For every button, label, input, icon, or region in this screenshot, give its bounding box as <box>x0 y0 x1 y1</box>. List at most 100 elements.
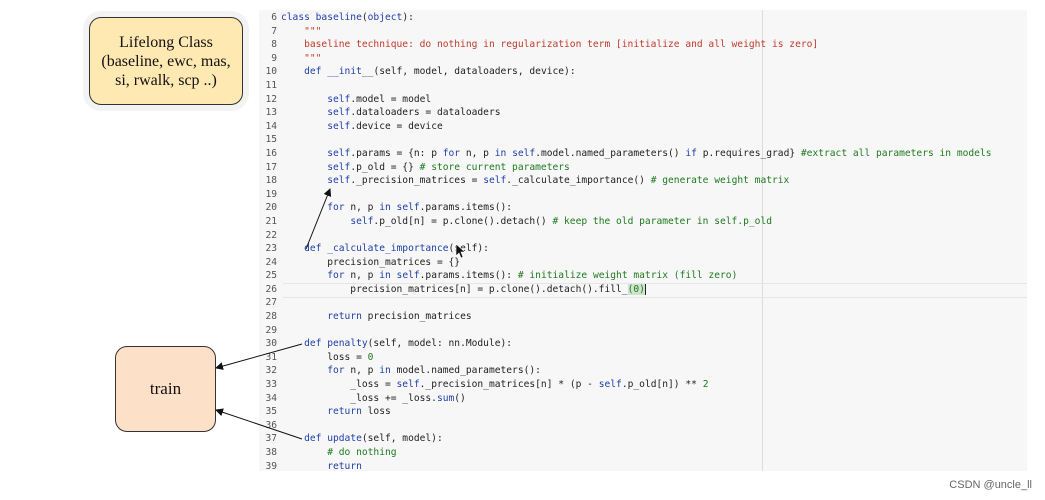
code-line: 18 self._precision_matrices = self._calc… <box>259 174 992 188</box>
code-token: (self, model): <box>361 433 443 445</box>
code-token: self <box>512 147 536 159</box>
code-line: 10 def __init__(self, model, dataloaders… <box>259 65 992 79</box>
code-token: def <box>304 66 328 78</box>
code-line: 12 self.model = model <box>259 93 992 107</box>
code-token: ._calculate_importance() <box>506 175 651 187</box>
code-line: 38 # do nothing <box>259 446 992 460</box>
code-comment: # do nothing <box>327 447 397 458</box>
line-number: 36 <box>265 419 277 431</box>
code-token: .model.named_parameters() <box>535 147 686 159</box>
code-token: n, p <box>460 147 495 159</box>
train-box: train <box>115 346 216 432</box>
line-number: 9 <box>271 52 277 64</box>
code-comment: #extract all parameters in models <box>800 147 992 159</box>
code-line: 28 return precision_matrices <box>259 310 992 324</box>
line-number: 26 <box>265 283 277 295</box>
code-token: ._precision_matrices = <box>350 175 484 187</box>
code-line: 29 <box>259 324 992 338</box>
code-token: .params.items(): <box>419 202 513 214</box>
code-token: return <box>327 311 362 323</box>
line-number: 33 <box>265 379 277 391</box>
code-line: 24 precision_matrices = {} <box>259 256 992 270</box>
code-token: if <box>685 147 697 159</box>
code-token: object <box>367 12 403 23</box>
line-number: 22 <box>265 229 277 241</box>
code-token: () <box>454 392 466 404</box>
line-number: 11 <box>265 79 277 91</box>
lifelong-class-box: Lifelong Class (baseline, ewc, mas, si, … <box>89 17 243 105</box>
code-token: penalty <box>327 338 368 350</box>
code-token: 0 <box>367 351 374 363</box>
code-token: loss <box>361 406 391 418</box>
lifelong-box-line-3: si, rwalk, scp ..) <box>115 71 217 89</box>
line-number: 27 <box>265 297 277 309</box>
code-token: p.requires_grad} <box>696 147 801 159</box>
code-line: 33 _loss = self._precision_matrices[n] *… <box>259 378 992 392</box>
code-line: 31 loss = 0 <box>259 351 992 365</box>
code-token: in <box>379 365 391 377</box>
code-line: 30 def penalty(self, model: nn.Module): <box>259 337 992 351</box>
code-comment: # initialize weight matrix (fill zero) <box>517 270 738 282</box>
code-token: 2 <box>702 379 709 391</box>
code-token: loss = <box>281 351 368 363</box>
line-number: 24 <box>265 256 277 268</box>
code-token: baseline <box>315 12 362 23</box>
code-token: sum <box>436 392 455 404</box>
code-token: .device = device <box>350 120 443 132</box>
code-line: 34 _loss += _loss.sum() <box>259 392 992 406</box>
line-number: 32 <box>265 365 277 377</box>
code-line: 23 def _calculate_importance(self): <box>259 242 992 256</box>
line-number: 16 <box>265 147 277 159</box>
code-editor-panel <box>259 10 1027 471</box>
code-token: n, p <box>344 365 380 377</box>
code-token: return <box>327 460 362 472</box>
code-line: 9 """ <box>259 52 992 66</box>
code-line: 27 <box>259 296 992 310</box>
code-line: 36 <box>259 419 992 433</box>
code-token: self <box>483 175 507 187</box>
code-token: return <box>327 406 362 418</box>
code-token: __init__ <box>327 66 374 78</box>
code-line: 25 for n, p in self.params.items(): # in… <box>259 269 992 283</box>
code-token: class <box>281 12 316 23</box>
code-line: 7 """ <box>259 25 992 39</box>
code-line: 37 def update(self, model): <box>259 432 992 446</box>
code-token: self <box>598 379 622 391</box>
code-token: def <box>304 433 328 445</box>
code-token: self <box>396 379 420 391</box>
code-token: self <box>396 270 420 282</box>
code-line: 32 for n, p in model.named_parameters(): <box>259 364 992 378</box>
line-number: 31 <box>265 351 277 363</box>
code-token: precision_matrices = {} <box>281 256 461 268</box>
line-number: 37 <box>265 433 277 445</box>
code-token: in <box>379 270 391 282</box>
code-token: _loss = <box>281 379 397 391</box>
code-token: ._precision_matrices[n] * (p - <box>419 379 599 391</box>
code-comment: # keep the old parameter in self.p_old <box>552 215 772 227</box>
code-token: precision_matrices <box>361 311 472 323</box>
code-token: .params.items(): <box>419 270 518 282</box>
line-number: 38 <box>265 447 277 458</box>
arrow-calc-importance-to-init <box>305 188 332 250</box>
line-number: 29 <box>265 324 277 336</box>
code-token: _loss += _loss. <box>281 392 437 404</box>
line-number: 15 <box>265 134 277 146</box>
code-line: 26 precision_matrices[n] = p.clone().det… <box>259 283 992 297</box>
code-line: 14 self.device = device <box>259 120 992 134</box>
line-number: 17 <box>265 161 277 173</box>
code-token: self <box>327 175 351 187</box>
code-token: .params = {n: p <box>350 147 443 159</box>
code-line: 16 self.params = {n: p for n, p in self.… <box>259 147 992 161</box>
column-guide-line <box>762 10 763 471</box>
code-line: 22 <box>259 229 992 243</box>
line-number: 25 <box>265 270 277 282</box>
line-number: 12 <box>265 93 277 105</box>
code-token: self <box>327 107 351 119</box>
code-token: for <box>327 365 345 377</box>
code-token: (self, model: nn.Module): <box>367 338 513 350</box>
line-number: 30 <box>265 338 277 350</box>
code-line: 20 for n, p in self.params.items(): <box>259 201 992 215</box>
code-line: 15 <box>259 133 992 147</box>
